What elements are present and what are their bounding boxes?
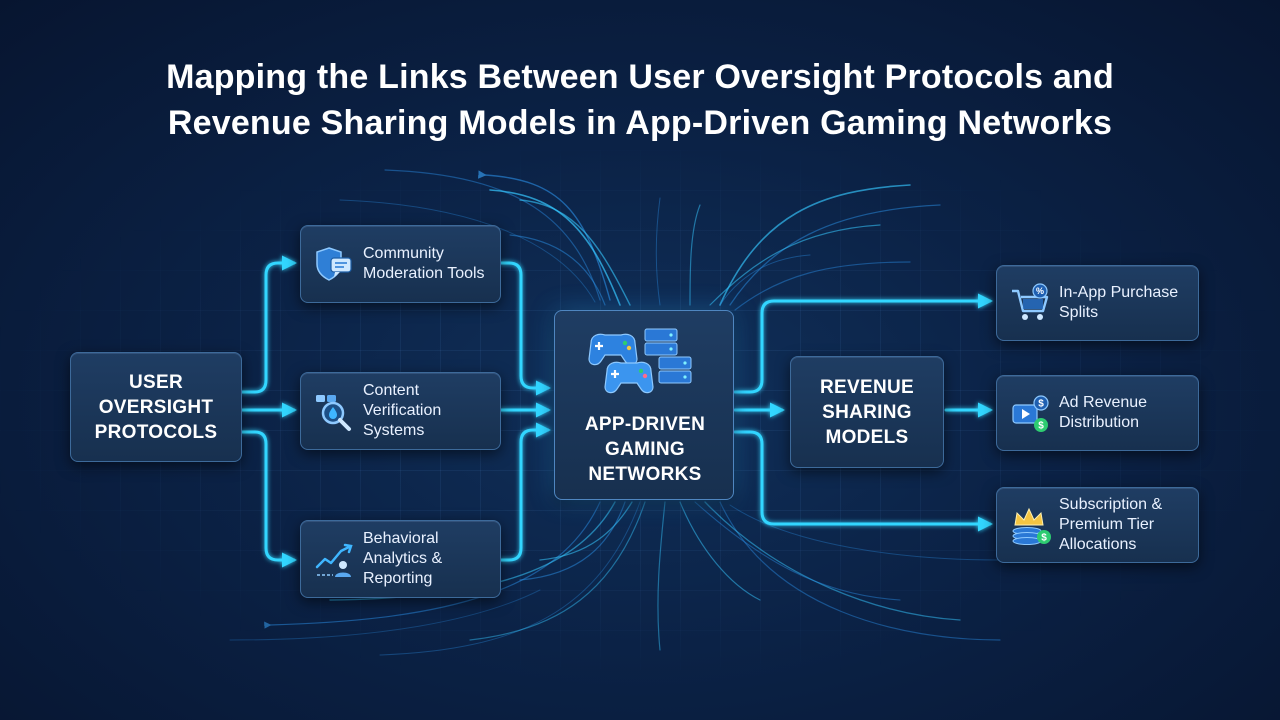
connector-source-to-analytics <box>240 430 297 568</box>
item-subscription-premium-tier-allocations[interactable]: $ Subscription & Premium Tier Allocation… <box>996 487 1199 563</box>
gamepad-server-icon <box>588 328 692 394</box>
cart-percent-icon: % <box>1012 283 1049 320</box>
svg-text:$: $ <box>1038 399 1044 410</box>
node-revenue-sharing-models[interactable]: REVENUE SHARING MODELS <box>790 356 944 468</box>
magnifier-verify-icon <box>316 395 351 431</box>
item-content-verification-systems[interactable]: Content Verification Systems <box>300 372 501 450</box>
item-in-app-purchase-splits[interactable]: % In-App Purchase Splits <box>996 265 1199 341</box>
shield-chat-icon <box>316 247 352 281</box>
title-line-2: Revenue Sharing Models in App-Driven Gam… <box>167 104 1113 142</box>
analytics-user-icon <box>315 543 353 577</box>
node-user-oversight-protocols[interactable]: USER OVERSIGHT PROTOCOLS <box>70 352 242 462</box>
svg-text:$: $ <box>1038 421 1044 432</box>
svg-text:%: % <box>1036 286 1044 296</box>
item-community-moderation-tools[interactable]: Community Moderation Tools <box>300 225 501 303</box>
connector-moderation-to-center <box>499 261 551 396</box>
item-behavioral-analytics-reporting[interactable]: Behavioral Analytics & Reporting <box>300 520 501 598</box>
video-ad-dollar-icon: $ $ <box>1012 395 1049 432</box>
node-app-driven-gaming-networks-label: APP-DRIVEN GAMING NETWORKS <box>584 413 706 485</box>
decorative-data-streams <box>229 169 1001 656</box>
item-label: In-App Purchase Splits <box>1059 284 1179 321</box>
page-title: Mapping the Links Between User Oversight… <box>0 54 1280 146</box>
node-app-driven-gaming-networks[interactable]: APP-DRIVEN GAMING NETWORKS <box>554 310 734 500</box>
item-label: Community Moderation Tools <box>363 245 485 282</box>
connector-center-to-subscription <box>733 430 993 532</box>
connector-analytics-to-center <box>499 422 551 562</box>
title-line-1: Mapping the Links Between User Oversight… <box>166 58 1114 96</box>
connector-center-to-purchase <box>733 293 993 394</box>
node-user-oversight-protocols-label: USER OVERSIGHT PROTOCOLS <box>94 371 218 443</box>
main-connectors <box>240 255 993 568</box>
svg-text:$: $ <box>1041 533 1047 544</box>
connector-source-to-moderation <box>240 255 297 394</box>
item-label: Behavioral Analytics & Reporting <box>363 530 443 587</box>
item-label: Content Verification Systems <box>363 382 442 439</box>
item-ad-revenue-distribution[interactable]: $ $ Ad Revenue Distribution <box>996 375 1199 451</box>
item-label: Subscription & Premium Tier Allocations <box>1059 496 1163 553</box>
node-revenue-sharing-models-label: REVENUE SHARING MODELS <box>820 376 914 448</box>
item-label: Ad Revenue Distribution <box>1059 394 1148 431</box>
crown-coins-icon: $ <box>1012 507 1051 545</box>
